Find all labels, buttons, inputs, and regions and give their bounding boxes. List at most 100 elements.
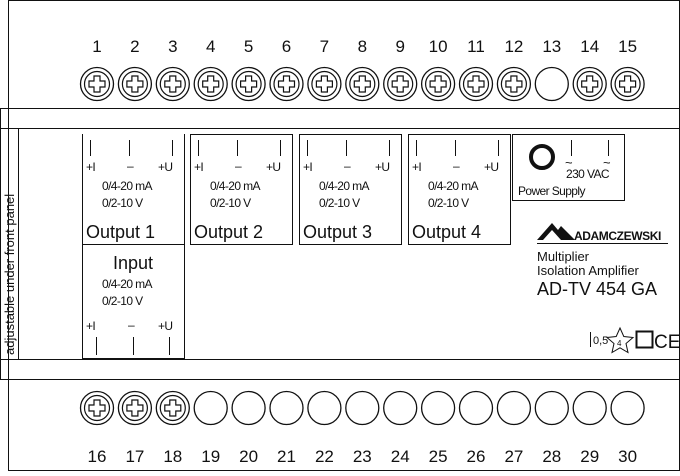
top-terminal-number: 4	[206, 37, 215, 56]
top-screw-terminal-icon[interactable]	[307, 66, 342, 102]
output-channel-4: +I – +U 0/4-20 mA 0/2-10 V Output 4	[408, 134, 511, 245]
top-terminal-number: 6	[282, 37, 291, 56]
top-terminal-number: 11	[467, 37, 485, 56]
output-title: Output 3	[303, 222, 372, 242]
output-title: Output 4	[412, 222, 481, 242]
bottom-empty-terminal-icon[interactable]	[269, 390, 304, 426]
bottom-empty-terminal-icon[interactable]	[193, 390, 228, 426]
bottom-empty-terminal-icon[interactable]	[383, 390, 418, 426]
side-label: adjustable under front panel	[2, 194, 17, 355]
power-supply-box: ~ ~ 230 VAC Power Supply	[512, 134, 625, 201]
output-plus-i-label: +I	[303, 160, 312, 174]
bottom-screw-terminal-icon[interactable]	[79, 390, 115, 426]
output-title: Output 2	[194, 222, 263, 242]
bottom-empty-terminal-icon[interactable]	[496, 390, 532, 426]
bottom-empty-terminal-icon[interactable]	[307, 390, 342, 426]
top-terminal-number: 14	[580, 37, 599, 56]
test-voltage-star-icon: 4	[605, 326, 635, 354]
output-minus-label: –	[235, 159, 242, 173]
bottom-empty-terminal-icon[interactable]	[610, 390, 645, 426]
top-terminal-number: 1	[92, 37, 101, 56]
product-line-2: Isolation Amplifier	[537, 263, 640, 278]
top-terminal-number: 2	[130, 37, 139, 56]
power-voltage: 230 VAC	[566, 167, 610, 181]
bottom-terminal-number: 22	[315, 447, 334, 466]
top-terminal-number: 7	[320, 37, 329, 56]
bottom-terminal-number: 30	[618, 447, 637, 466]
double-insulation-icon	[635, 330, 654, 349]
bottom-empty-terminal-icon[interactable]	[345, 390, 380, 426]
output-plus-u-label: +U	[158, 160, 172, 174]
output-minus-label: –	[344, 159, 351, 173]
top-screw-terminal-icon[interactable]	[458, 66, 494, 102]
star-digit: 4	[617, 339, 622, 348]
bottom-empty-terminal-icon[interactable]	[231, 390, 266, 426]
output-title: Output 1	[86, 222, 155, 242]
top-screw-terminal-icon[interactable]	[155, 66, 190, 102]
top-screw-terminal-icon[interactable]	[496, 66, 532, 102]
input-pins	[96, 337, 170, 355]
output-plus-u-label: +U	[484, 160, 498, 174]
input-title: Input	[113, 253, 153, 273]
output-current-range: 0/4-20 mA	[428, 179, 479, 193]
output-minus-label: –	[453, 159, 460, 173]
top-screw-terminal-icon[interactable]	[345, 66, 380, 102]
bottom-terminal-screws	[79, 390, 645, 426]
top-screw-terminal-icon[interactable]	[420, 66, 456, 102]
bottom-terminal-number: 21	[277, 447, 296, 466]
output-current-range: 0/4-20 mA	[102, 179, 153, 193]
bottom-empty-terminal-icon[interactable]	[458, 390, 494, 426]
brand-name: ADAMCZEWSKI	[574, 229, 661, 243]
bottom-screw-terminal-icon[interactable]	[117, 390, 153, 426]
bottom-empty-terminal-icon[interactable]	[572, 390, 607, 426]
bottom-screw-terminal-icon[interactable]	[155, 390, 190, 426]
power-tilde-2: ~	[603, 155, 611, 170]
top-empty-terminal-icon[interactable]	[534, 66, 569, 102]
power-label: Power Supply	[518, 184, 585, 198]
top-screw-terminal-icon[interactable]	[231, 66, 266, 102]
top-screw-terminal-icon[interactable]	[193, 66, 228, 102]
top-screw-terminal-icon[interactable]	[572, 66, 607, 102]
bottom-terminal-number: 20	[239, 447, 258, 466]
input-voltage-range: 0/2-10 V	[102, 294, 143, 308]
bottom-empty-terminal-icon[interactable]	[534, 390, 569, 426]
bottom-terminal-number: 24	[391, 447, 410, 466]
product-model: AD-TV 454 GA	[537, 279, 657, 299]
top-terminal-number: 12	[504, 37, 523, 56]
input-minus-label: –	[128, 318, 135, 332]
power-led-icon	[529, 144, 555, 170]
bottom-terminal-number: 25	[429, 447, 448, 466]
output-voltage-range: 0/2-10 V	[428, 196, 469, 210]
output-current-range: 0/4-20 mA	[210, 179, 261, 193]
top-terminal-number: 3	[168, 37, 177, 56]
input-plus-u-label: +U	[158, 319, 172, 333]
output-plus-i-label: +I	[412, 160, 421, 174]
bottom-terminal-number: 16	[88, 447, 107, 466]
top-terminal-screws	[79, 66, 645, 102]
output-plus-u-label: +U	[375, 160, 389, 174]
bottom-terminal-number: 26	[467, 447, 486, 466]
top-screw-terminal-icon[interactable]	[117, 66, 153, 102]
bottom-terminal-number: 23	[353, 447, 372, 466]
top-screw-terminal-icon[interactable]	[610, 66, 645, 102]
input-box: Input 0/4-20 mA 0/2-10 V +I – +U	[82, 244, 185, 359]
brand-logo-icon	[537, 223, 575, 240]
output-minus-label: –	[127, 159, 134, 173]
top-terminal-number: 9	[395, 37, 404, 56]
output-voltage-range: 0/2-10 V	[210, 196, 251, 210]
top-terminal-number: 8	[358, 37, 367, 56]
top-terminal-number: 10	[429, 37, 448, 56]
top-screw-terminal-icon[interactable]	[79, 66, 115, 102]
top-screw-terminal-icon[interactable]	[383, 66, 418, 102]
bottom-terminal-number: 19	[201, 447, 220, 466]
top-screw-terminal-icon[interactable]	[269, 66, 304, 102]
bottom-empty-terminal-icon[interactable]	[420, 390, 456, 426]
channel-boxes: +I – +U 0/4-20 mA 0/2-10 V Output 1 +I – +U 0/4-2…	[82, 134, 511, 245]
bottom-terminal-number: 28	[542, 447, 561, 466]
output-current-range: 0/4-20 mA	[319, 179, 370, 193]
